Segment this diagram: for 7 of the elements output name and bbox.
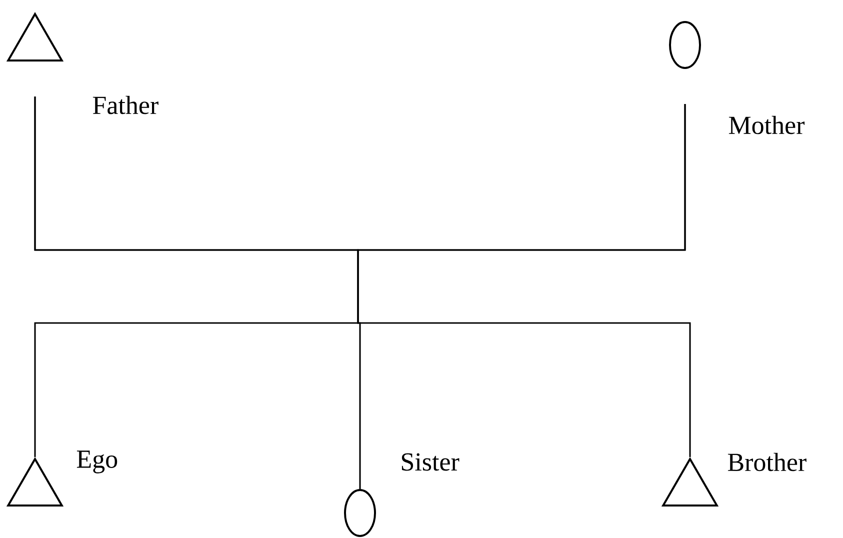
female-oval — [669, 21, 701, 69]
kin-label: Sister — [402, 453, 460, 471]
kin-label: Father — [92, 96, 158, 114]
female-oval — [344, 489, 376, 537]
kin-label: Ego — [76, 450, 118, 474]
kin-label: Mother — [728, 116, 805, 134]
kin-label: Brother — [728, 452, 806, 472]
